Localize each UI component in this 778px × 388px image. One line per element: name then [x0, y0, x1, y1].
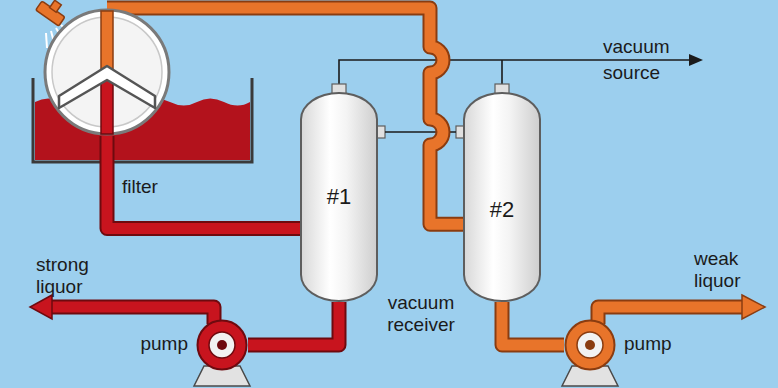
- discharge-arrowhead: [30, 295, 52, 319]
- stream-label: weak liquor: [694, 248, 766, 292]
- pump-label: pump: [624, 333, 672, 355]
- pipe-outline: [107, 136, 300, 229]
- discharge-pipe: [598, 307, 744, 324]
- vessel-number: #2: [490, 197, 514, 223]
- filter-drum: [43, 8, 171, 136]
- filter-label: filter: [122, 176, 158, 198]
- process-pipe: [502, 302, 564, 345]
- process-pipe: [107, 136, 300, 229]
- pipe-core: [248, 302, 339, 345]
- pump-symbol: pump: [564, 319, 616, 371]
- pump-casing: [564, 319, 616, 371]
- vacuum-arrowhead: [689, 54, 703, 66]
- pipe-outline: [502, 302, 564, 345]
- discharge-pipe-outline: [598, 307, 744, 324]
- pump-symbol: pump: [196, 319, 248, 371]
- pipe-core: [107, 136, 300, 229]
- discharge-pipe-outline: [50, 307, 214, 324]
- vacuum-receiver-vessel: #1: [300, 92, 378, 302]
- stream-label: strong liquor: [36, 254, 108, 298]
- stream-label: vacuum receiver: [378, 292, 464, 336]
- discharge-pipe: [50, 307, 214, 324]
- nozzle-head: [36, 1, 65, 26]
- filter-drum: filter: [43, 8, 171, 136]
- nozzle-stem: [50, 0, 62, 12]
- pipe-core: [502, 302, 564, 345]
- vessel-number: #1: [327, 184, 351, 210]
- spray-line: [46, 33, 47, 48]
- pump-casing: [196, 319, 248, 371]
- discharge-arrowhead: [742, 295, 765, 319]
- pipe-outline: [248, 302, 339, 345]
- pump-label: pump: [140, 333, 188, 355]
- stream-label: vacuum source: [603, 34, 683, 86]
- process-pipe: [248, 302, 339, 345]
- vacuum-receiver-vessel: #2: [463, 92, 541, 302]
